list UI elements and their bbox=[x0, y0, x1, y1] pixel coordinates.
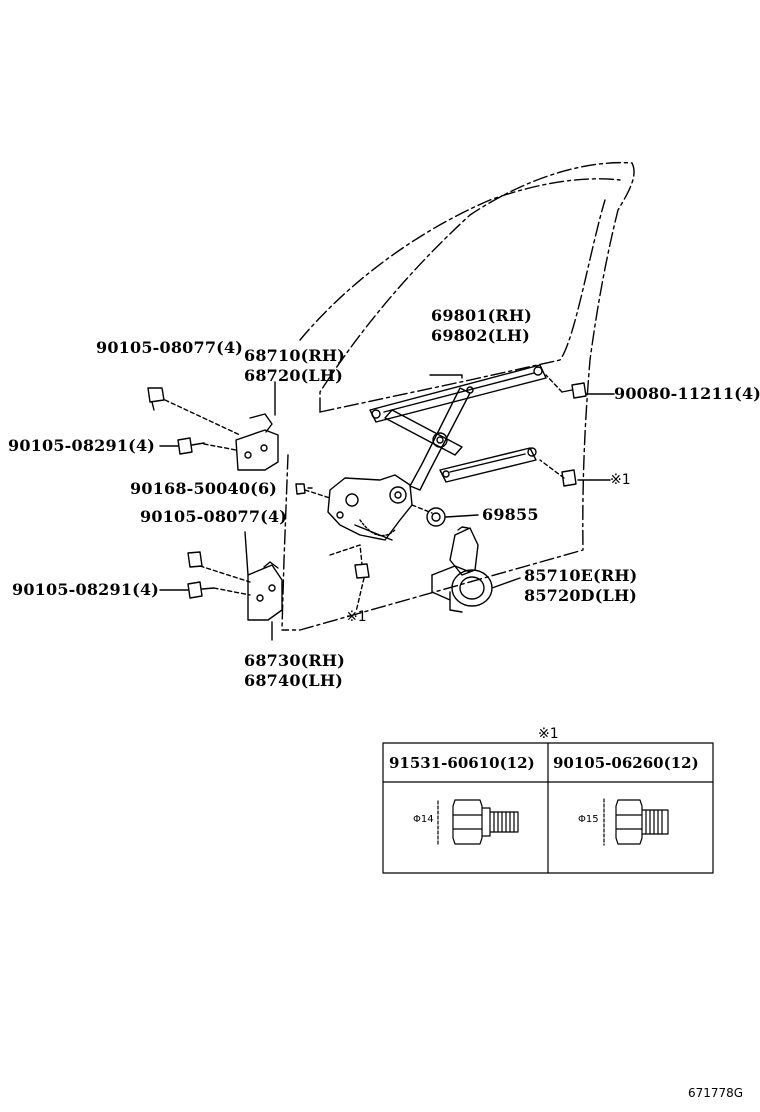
label-68730: 68730(RH) bbox=[244, 651, 346, 670]
window-motor bbox=[431, 526, 493, 613]
label-68710: 68710(RH) bbox=[244, 346, 346, 365]
fastener-table bbox=[382, 742, 714, 874]
door-inner-outline bbox=[299, 178, 621, 341]
hinge-lower bbox=[247, 561, 283, 621]
regulator-upper-rail bbox=[369, 364, 547, 423]
table-dim-2: Φ15 bbox=[578, 814, 599, 825]
regulator-base-gear bbox=[327, 474, 413, 541]
label-90105-08077-bottom: 90105-08077(4) bbox=[140, 507, 288, 526]
label-68720: 68720(LH) bbox=[244, 366, 343, 385]
door-outline bbox=[281, 161, 635, 631]
table-ref-mark: ※1 bbox=[538, 726, 559, 742]
label-69801: 69801(RH) bbox=[431, 306, 533, 325]
table-dim-1: Φ14 bbox=[413, 814, 434, 825]
label-90080-11211: 90080-11211(4) bbox=[614, 384, 760, 403]
bolt-rail-right-lower bbox=[561, 469, 577, 487]
label-69855: 69855 bbox=[482, 505, 539, 524]
bolt-upper-hinge-side bbox=[177, 437, 205, 455]
bolt-lower-hinge-side bbox=[187, 581, 215, 599]
table-bolt-1 bbox=[437, 799, 519, 845]
label-69802: 69802(LH) bbox=[431, 326, 530, 345]
window-line bbox=[319, 199, 606, 413]
bolt-90168 bbox=[295, 483, 306, 495]
table-bolt-2 bbox=[603, 798, 669, 846]
leader-lines bbox=[159, 374, 615, 641]
table-header-2: 90105-06260(12) bbox=[553, 754, 699, 772]
bolt-lower-hinge-top bbox=[187, 551, 203, 568]
bolt-rail-right-upper bbox=[561, 382, 587, 399]
label-90168-50040: 90168-50040(6) bbox=[130, 479, 278, 498]
ref-mark-right: ※1 bbox=[610, 472, 631, 488]
label-90105-08291-top: 90105-08291(4) bbox=[8, 436, 156, 455]
door-front-edge bbox=[281, 454, 289, 629]
label-85720d: 85720D(LH) bbox=[524, 586, 638, 605]
label-68740: 68740(LH) bbox=[244, 671, 343, 690]
hinge-upper bbox=[235, 413, 279, 471]
figure-code: 671778G bbox=[688, 1086, 744, 1100]
label-90105-08077-top: 90105-08077(4) bbox=[96, 338, 244, 357]
ref-mark-bottom: ※1 bbox=[346, 609, 367, 625]
table-header-1: 91531-60610(12) bbox=[389, 754, 535, 772]
regulator-lower-rail bbox=[439, 447, 537, 483]
label-85710e: 85710E(RH) bbox=[524, 566, 638, 585]
bolt-upper-hinge-top bbox=[147, 387, 165, 411]
label-90105-08291-bottom: 90105-08291(4) bbox=[12, 580, 160, 599]
bolt-base-lower bbox=[354, 563, 370, 579]
guide-lines bbox=[164, 374, 565, 613]
grommet-69855 bbox=[426, 507, 446, 527]
